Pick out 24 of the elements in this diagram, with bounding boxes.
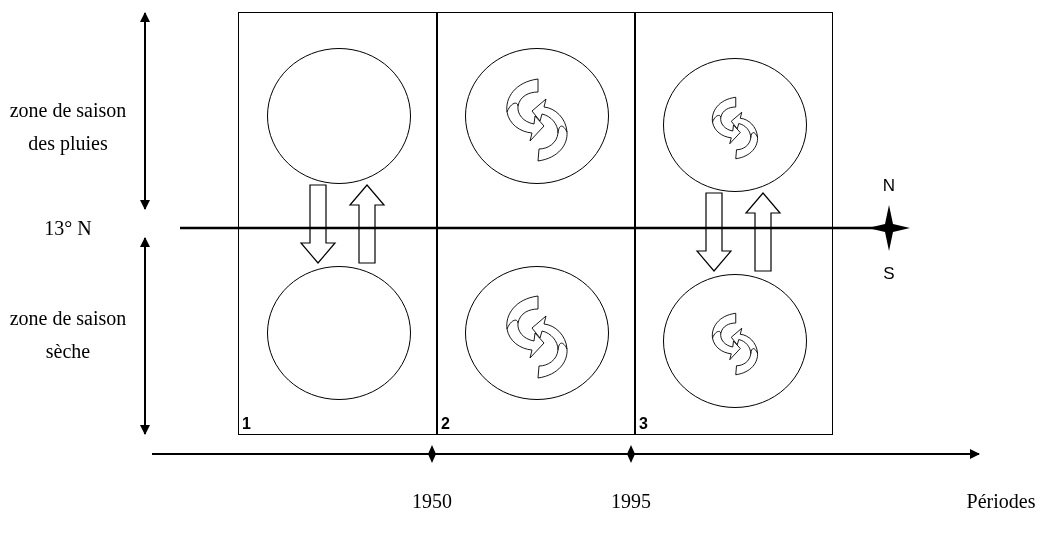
circle — [267, 266, 411, 400]
circle — [267, 48, 411, 184]
period-panel — [635, 12, 833, 435]
circle — [663, 58, 807, 192]
circle — [465, 266, 609, 400]
zone-label: zone de saison des pluies — [8, 98, 128, 157]
year-label: 1950 — [411, 489, 453, 514]
zone-label: zone de saison sèche — [8, 306, 128, 364]
latitude-label: 13° N — [43, 216, 93, 241]
block-arrow — [299, 184, 337, 264]
block-arrow — [348, 184, 386, 264]
panel-number: 1 — [242, 415, 251, 433]
circle — [663, 274, 807, 408]
block-arrow — [695, 192, 733, 272]
panel-number: 2 — [441, 415, 450, 433]
block-arrow — [744, 192, 782, 272]
panel-number: 3 — [639, 415, 648, 433]
period-panel — [437, 12, 635, 435]
year-label: 1995 — [610, 489, 652, 514]
compass-south-label: S — [882, 264, 896, 284]
period-panel — [238, 12, 437, 435]
axis-label: Périodes — [965, 489, 1037, 514]
compass-north-label: N — [881, 176, 897, 196]
circle — [465, 48, 609, 184]
